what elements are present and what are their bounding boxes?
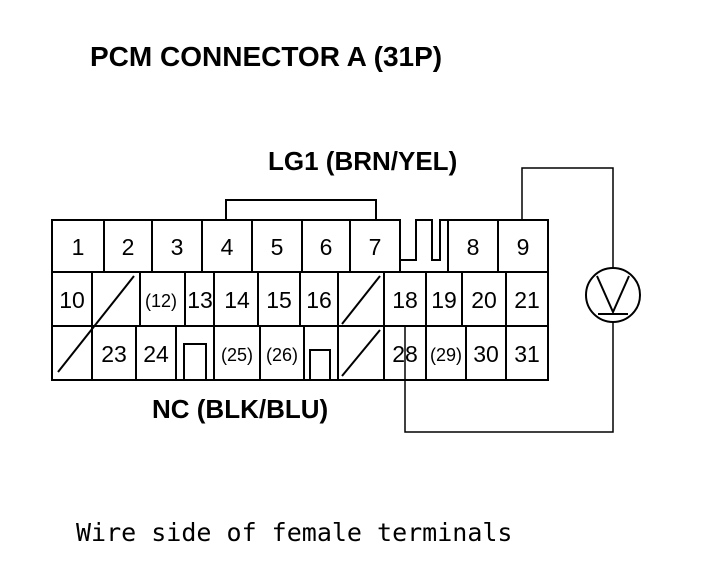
pin-6: 6 (320, 234, 333, 260)
diagram-caption: Wire side of female terminals (76, 518, 513, 547)
pin-31: 31 (514, 341, 540, 367)
voltmeter-icon (585, 267, 641, 323)
diagram-title: PCM CONNECTOR A (31P) (90, 41, 442, 72)
connector-body (51, 199, 549, 381)
wire-label-nc: NC (BLK/BLU) (152, 394, 328, 424)
pin-29: (29) (430, 345, 462, 365)
pin-25: (25) (221, 345, 253, 365)
pin-26: (26) (266, 345, 298, 365)
pin-14: 14 (224, 287, 250, 313)
pin-5: 5 (271, 234, 284, 260)
pin-labels: 1 2 3 4 5 6 7 8 9 10 (12) 13 14 15 16 18… (59, 234, 540, 367)
pin-16: 16 (306, 287, 332, 313)
empty-cavity-slashes (57, 275, 381, 377)
pin-8: 8 (467, 234, 480, 260)
pin-10: 10 (59, 287, 85, 313)
row3-dividers (91, 326, 507, 380)
pin-4: 4 (221, 234, 234, 260)
wire-top (521, 167, 614, 268)
pin-20: 20 (471, 287, 497, 313)
pin-21: 21 (514, 287, 540, 313)
pin-13: 13 (187, 287, 213, 313)
pin-24: 24 (143, 341, 169, 367)
pin-3: 3 (171, 234, 184, 260)
pin-18: 18 (392, 287, 418, 313)
pin-23: 23 (101, 341, 127, 367)
wire-bottom (404, 322, 614, 433)
row2-dividers (91, 272, 507, 326)
voltmeter-circle (585, 267, 641, 323)
row1-dividers (103, 220, 499, 272)
voltmeter-v-glyph (596, 275, 630, 315)
pin-12: (12) (145, 291, 177, 311)
pin-1: 1 (72, 234, 85, 260)
pin-9: 9 (517, 234, 530, 260)
connector-latch (225, 199, 377, 220)
pin-7: 7 (369, 234, 382, 260)
test-wiring (404, 167, 614, 433)
pin-15: 15 (266, 287, 292, 313)
wire-label-lg1: LG1 (BRN/YEL) (268, 146, 457, 176)
pin-30: 30 (473, 341, 499, 367)
pin-19: 19 (431, 287, 457, 313)
pin-2: 2 (122, 234, 135, 260)
